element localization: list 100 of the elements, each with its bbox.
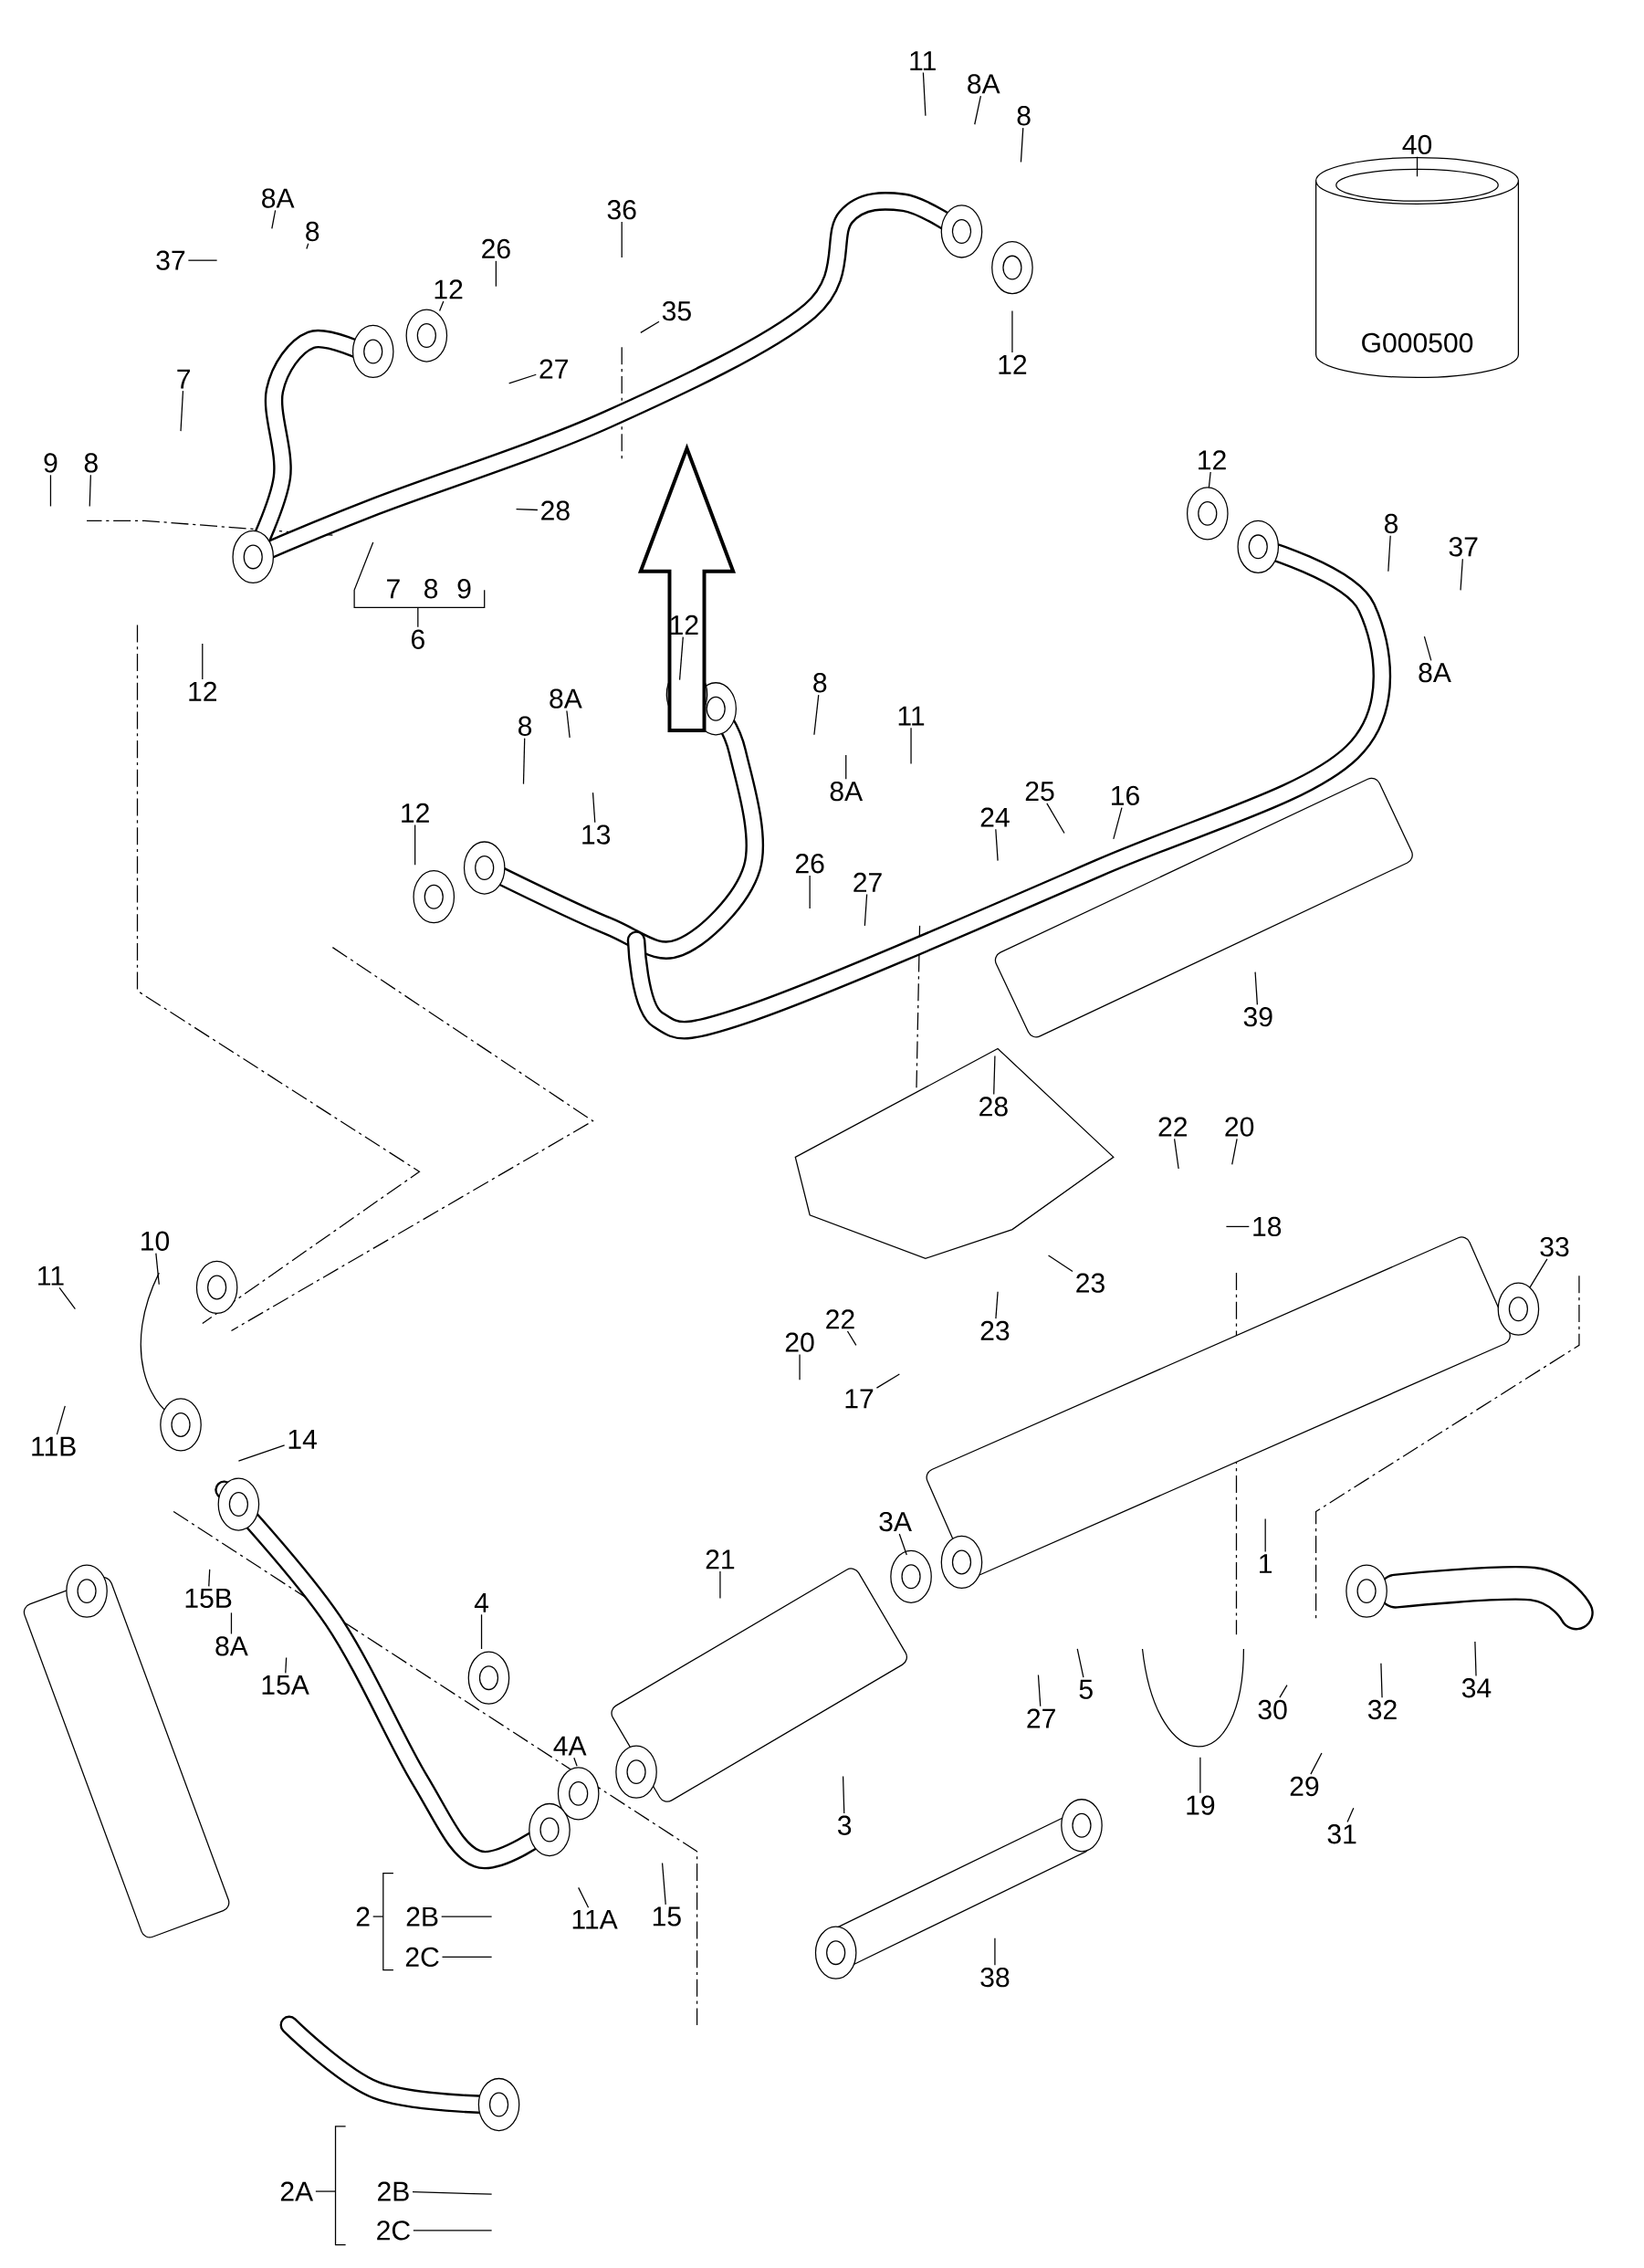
leader-line bbox=[994, 1937, 996, 1966]
callout-number: 6 bbox=[411, 629, 424, 649]
leader-line bbox=[58, 1286, 76, 1310]
callout-number: 8 bbox=[84, 453, 98, 473]
callout-number: 8A bbox=[968, 74, 1000, 94]
leader-line bbox=[285, 1656, 288, 1675]
callout-number: 34 bbox=[1461, 1678, 1492, 1698]
callout-number: 2 bbox=[356, 1906, 370, 1927]
callout-number: 12 bbox=[402, 803, 429, 823]
callout-number: 27 bbox=[539, 359, 568, 379]
leader-line bbox=[974, 95, 981, 125]
callout-number: 4 bbox=[474, 1592, 488, 1612]
callout-number: 7 bbox=[177, 369, 190, 389]
callout-number: 11 bbox=[898, 706, 925, 726]
callout-number: 26 bbox=[482, 238, 510, 259]
leader-line bbox=[237, 1444, 286, 1462]
callout-number: 36 bbox=[607, 200, 636, 220]
callout-number: 12 bbox=[999, 354, 1027, 374]
leader-line bbox=[1254, 971, 1258, 1005]
leader-line bbox=[875, 1373, 900, 1389]
callout-number: 8A bbox=[550, 688, 582, 709]
callout-number: 3 bbox=[837, 1815, 852, 1835]
callout-number: 28 bbox=[541, 500, 570, 520]
leader-line bbox=[898, 1533, 907, 1556]
callout-number: 2B bbox=[377, 2181, 409, 2201]
callout-number: 10 bbox=[141, 1231, 169, 1251]
callout-number: 37 bbox=[1449, 537, 1478, 557]
callout-number: 38 bbox=[980, 1967, 1010, 1988]
leader-line bbox=[49, 474, 51, 508]
leader-line bbox=[1047, 1255, 1073, 1273]
callout-number: 26 bbox=[795, 854, 824, 874]
leader-line bbox=[842, 1775, 845, 1814]
leader-line bbox=[271, 209, 277, 229]
leader-line bbox=[1423, 635, 1432, 661]
leader-line bbox=[180, 390, 183, 432]
leader-line bbox=[1380, 1663, 1383, 1698]
callout-number: 23 bbox=[980, 1320, 1010, 1341]
leader-line bbox=[1020, 127, 1024, 163]
callout-number: 2A bbox=[280, 2181, 313, 2201]
leader-line bbox=[187, 259, 218, 261]
leader-line bbox=[1387, 535, 1391, 572]
leader-line bbox=[417, 618, 419, 628]
callout-number: 9 bbox=[44, 453, 58, 473]
callout-number: 20 bbox=[1225, 1117, 1254, 1137]
leader-line bbox=[508, 373, 537, 384]
callout-number: 31 bbox=[1327, 1824, 1356, 1844]
callout-number: 11A bbox=[572, 1909, 618, 1929]
callout-number: 13 bbox=[582, 824, 610, 845]
leader-line bbox=[1279, 1684, 1288, 1698]
callout-number: 15B bbox=[185, 1589, 232, 1609]
leader-line bbox=[640, 320, 660, 333]
callout-number: 8A bbox=[215, 1636, 248, 1656]
leader-line bbox=[573, 1757, 578, 1767]
callout-number: 8 bbox=[424, 579, 438, 599]
callout-number: 5 bbox=[1079, 1679, 1093, 1699]
leader-line bbox=[678, 635, 684, 681]
callout-number: 2B bbox=[406, 1906, 438, 1927]
callout-number: 39 bbox=[1243, 1007, 1272, 1027]
callout-number: 8 bbox=[518, 716, 532, 736]
callout-number: 12 bbox=[189, 681, 216, 701]
callout-number: 11B bbox=[32, 1436, 76, 1456]
leader-line bbox=[315, 2190, 337, 2192]
callout-number: 40 bbox=[1402, 134, 1431, 155]
callout-number: 17 bbox=[845, 1389, 874, 1409]
callout-number: 24 bbox=[980, 807, 1010, 827]
leader-line bbox=[372, 1916, 384, 1917]
leader-line bbox=[621, 221, 623, 258]
callout-number: 28 bbox=[979, 1097, 1008, 1117]
leader-line bbox=[845, 754, 847, 780]
leader-line bbox=[1011, 310, 1013, 353]
leader-line bbox=[1208, 471, 1211, 488]
leader-line bbox=[208, 1569, 211, 1587]
leader-line bbox=[577, 1886, 590, 1908]
callout-number: 22 bbox=[826, 1309, 854, 1329]
callout-number: 22 bbox=[1158, 1117, 1187, 1137]
callout-number: 16 bbox=[1111, 785, 1139, 805]
leader-line bbox=[799, 1353, 801, 1381]
leader-line bbox=[495, 260, 497, 288]
callout-number: 32 bbox=[1367, 1699, 1397, 1720]
leader-line bbox=[1231, 1138, 1238, 1165]
leader-line bbox=[1076, 1648, 1084, 1678]
callout-number: 33 bbox=[1540, 1236, 1569, 1257]
leader-line bbox=[230, 1612, 232, 1635]
callout-number: 21 bbox=[706, 1549, 735, 1570]
leader-line bbox=[1460, 558, 1463, 591]
callout-number: 29 bbox=[1290, 1776, 1319, 1797]
callout-number: 8 bbox=[813, 673, 827, 693]
leader-line bbox=[1173, 1138, 1179, 1170]
callout-number: 23 bbox=[1076, 1273, 1105, 1293]
leader-line bbox=[661, 1862, 666, 1906]
leader-line bbox=[306, 243, 309, 250]
leader-line bbox=[438, 300, 445, 312]
callout-number: 35 bbox=[662, 300, 691, 321]
callout-number: 11 bbox=[910, 51, 936, 70]
callout-number: 8A bbox=[1419, 663, 1451, 683]
leader-line bbox=[202, 643, 204, 680]
callout-number: 8 bbox=[1384, 513, 1398, 534]
callout-number: 4A bbox=[553, 1736, 587, 1756]
leader-line bbox=[809, 875, 811, 909]
callout-number: 9 bbox=[457, 579, 471, 599]
